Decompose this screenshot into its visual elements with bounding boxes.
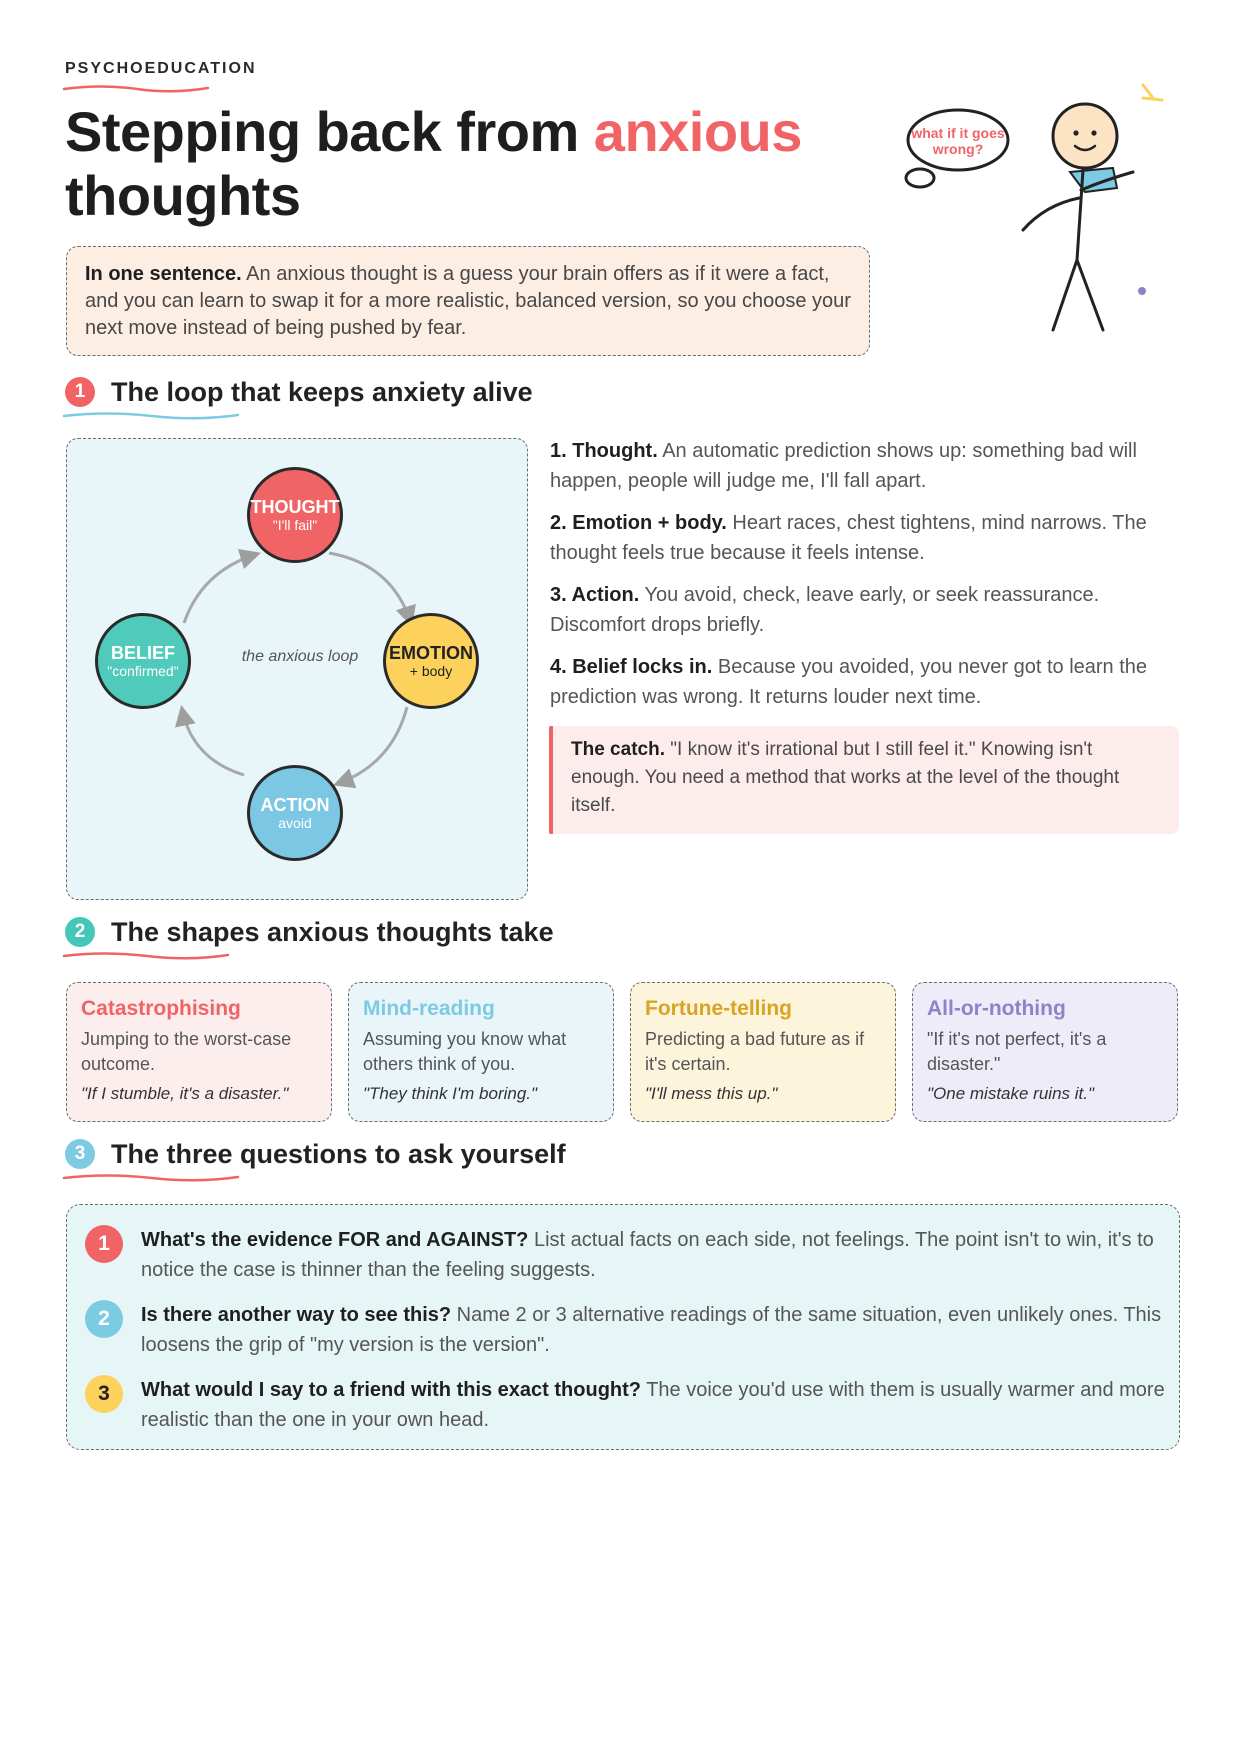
step-text: Heart races, chest tightens, mind narrow… (550, 512, 1147, 564)
summary-text: An anxious thought is a guess your brain… (85, 263, 851, 339)
step-lead: 3. Action. (550, 584, 640, 606)
question-text: What would I say to a friend with this e… (141, 1375, 1165, 1435)
step-item: 1. Thought. An automatic prediction show… (550, 436, 1180, 496)
node-emotion-label: EMOTION (389, 642, 473, 663)
section-1-title: The loop that keeps anxiety alive (111, 376, 533, 407)
shape-desc: "If it's not perfect, it's a disaster." (927, 1029, 1107, 1074)
shape-example: "They think I'm boring." (363, 1084, 538, 1103)
question-badge: 1 (85, 1225, 123, 1263)
node-action-sub: avoid (278, 814, 312, 831)
loop-arrows (175, 548, 416, 789)
node-action-label: ACTION (260, 794, 330, 815)
section-2-badge: 2 (65, 917, 95, 947)
loop-node-thought: THOUGHT "I'll fail" (247, 467, 343, 563)
node-thought-label: THOUGHT (250, 496, 340, 517)
thought-bubble (904, 108, 1010, 189)
loop-node-emotion: EMOTION + body (383, 613, 479, 709)
catch-text: "I know it's irrational but I still feel… (571, 739, 1120, 816)
shape-card-all-or-nothing: All-or-nothing "If it's not perfect, it'… (912, 982, 1178, 1122)
section-1-underline (62, 412, 240, 420)
section-2-header: 2 The shapes anxious thoughts take (65, 912, 554, 952)
title-part1: Stepping back from (65, 100, 594, 163)
node-thought-sub: "I'll fail" (272, 516, 318, 533)
section-3-badge: 3 (65, 1139, 95, 1169)
anxiety-loop-diagram: the anxious loop THOUGHT "I'll fail" EMO… (66, 438, 528, 900)
stick-figure-illustration (904, 83, 1164, 332)
question-lead: What would I say to a friend with this e… (141, 1379, 642, 1401)
node-belief-label: BELIEF (110, 642, 175, 663)
shape-name: All-or-nothing (927, 997, 1066, 1020)
section-3-underline (62, 1174, 240, 1182)
step-item: 3. Action. You avoid, check, leave early… (550, 580, 1180, 640)
eyebrow-underline (62, 85, 210, 93)
node-emotion-sub: + body (409, 662, 453, 679)
shape-desc: Predicting a bad future as if it's certa… (645, 1029, 865, 1074)
loop-node-action: ACTION avoid (247, 765, 343, 861)
question-body: List actual facts on each side, not feel… (141, 1229, 1154, 1281)
question-body: The voice you'd use with them is usually… (141, 1379, 1165, 1431)
question-item: 1 What's the evidence FOR and AGAINST? L… (85, 1225, 1165, 1285)
section-1-badge: 1 (65, 377, 95, 407)
shape-desc: Assuming you know what others think of y… (363, 1029, 567, 1074)
sparkle-icon (1141, 83, 1164, 102)
question-lead: What's the evidence FOR and AGAINST? (141, 1229, 529, 1251)
head (1051, 102, 1119, 170)
shape-card-catastrophising: Catastrophising Jumping to the worst-cas… (66, 982, 332, 1122)
step-item: 4. Belief locks in. Because you avoided,… (550, 652, 1180, 712)
question-text: What's the evidence FOR and AGAINST? Lis… (141, 1225, 1165, 1285)
section-2-title: The shapes anxious thoughts take (111, 916, 554, 947)
shape-example: "If I stumble, it's a disaster." (81, 1084, 289, 1103)
thought-bubble-text: what if it goes wrong? (911, 125, 1005, 157)
step-lead: 2. Emotion + body. (550, 512, 727, 534)
catch-callout: The catch. "I know it's irrational but I… (549, 726, 1179, 834)
node-belief-sub: "confirmed" (107, 662, 179, 679)
shape-card-mind-reading: Mind-reading Assuming you know what othe… (348, 982, 614, 1122)
shape-name: Mind-reading (363, 997, 495, 1020)
eyebrow-label: PSYCHOEDUCATION (65, 60, 257, 77)
question-lead: Is there another way to see this? (141, 1304, 452, 1326)
step-item: 2. Emotion + body. Heart races, chest ti… (550, 508, 1180, 568)
questions-box: 1 What's the evidence FOR and AGAINST? L… (66, 1204, 1180, 1450)
page-title: Stepping back from anxious thoughts (65, 100, 885, 228)
title-accent: anxious (593, 100, 803, 163)
summary-lead: In one sentence. (85, 263, 242, 285)
question-item: 2 Is there another way to see this? Name… (85, 1300, 1165, 1360)
section-3-header: 3 The three questions to ask yourself (65, 1134, 566, 1174)
step-lead: 4. Belief locks in. (550, 656, 713, 678)
title-part2: thoughts (65, 164, 301, 227)
loop-steps-list: 1. Thought. An automatic prediction show… (550, 436, 1180, 724)
question-text: Is there another way to see this? Name 2… (141, 1300, 1165, 1360)
shape-desc: Jumping to the worst-case outcome. (81, 1029, 292, 1074)
summary-box: In one sentence. An anxious thought is a… (66, 246, 870, 356)
question-badge: 3 (85, 1375, 123, 1413)
question-badge: 2 (85, 1300, 123, 1338)
catch-lead: The catch. (571, 739, 665, 760)
step-lead: 1. Thought. (550, 440, 658, 462)
step-text: You avoid, check, leave early, or seek r… (550, 584, 1100, 636)
question-item: 3 What would I say to a friend with this… (85, 1375, 1165, 1435)
loop-node-belief: BELIEF "confirmed" (95, 613, 191, 709)
question-body: Name 2 or 3 alternative readings of the … (141, 1304, 1162, 1356)
shape-name: Catastrophising (81, 997, 241, 1020)
step-text: An automatic prediction shows up: someth… (550, 440, 1137, 492)
section-3-title: The three questions to ask yourself (111, 1138, 566, 1169)
step-text: Because you avoided, you never got to le… (550, 656, 1148, 708)
shape-name: Fortune-telling (645, 997, 792, 1020)
shape-example: "I'll mess this up." (645, 1084, 778, 1103)
shape-example: "One mistake ruins it." (927, 1084, 1095, 1103)
section-2-underline (62, 952, 230, 960)
shape-card-fortune-telling: Fortune-telling Predicting a bad future … (630, 982, 896, 1122)
loop-center-label: the anxious loop (241, 648, 359, 665)
section-1-header: 1 The loop that keeps anxiety alive (65, 372, 533, 412)
